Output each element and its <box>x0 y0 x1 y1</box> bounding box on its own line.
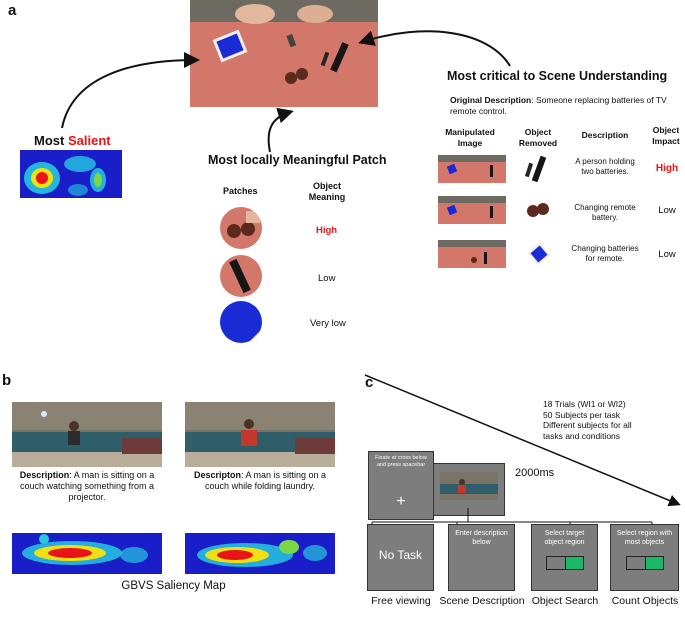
meaning-very-low: Very low <box>310 318 346 329</box>
panel-letter-c: c <box>365 374 374 391</box>
row-3-impact: Low <box>658 249 676 260</box>
manipulated-image-3 <box>438 240 506 268</box>
count-region-highlight <box>645 556 664 570</box>
header-manipulated: Manipulated Image <box>445 127 495 148</box>
task-object-search: Select target object region <box>531 524 598 591</box>
fixation-screen-lower: + <box>368 491 434 520</box>
timeline-arrow <box>364 374 681 507</box>
patch-glasses <box>220 207 262 249</box>
meaning-high: High <box>316 225 338 236</box>
manipulated-image-2 <box>438 196 506 224</box>
task-free-viewing: No Task <box>367 524 434 591</box>
trial-info: 18 Trials (WI1 or WI2) 50 Subjects per t… <box>543 399 632 441</box>
meaningful-patch-title: Most locally Meaningful Patch <box>208 153 387 167</box>
search-region-highlight <box>565 556 584 570</box>
patches-header: Patches <box>223 186 258 196</box>
stimulus-duration: 2000ms <box>515 467 555 479</box>
task-count-objects: Select region with most objects <box>610 524 679 591</box>
row-3-description: Changing batteries for remote. <box>571 244 639 263</box>
removed-object-2 <box>524 200 552 225</box>
removed-object-1 <box>522 155 552 188</box>
saliency-map-1 <box>12 533 162 574</box>
header-description: Description <box>581 130 629 140</box>
row-2-description: Changing remote battery. <box>574 203 636 222</box>
row-1-description: A person holding two batteries. <box>575 157 635 176</box>
row-2-impact: Low <box>658 205 676 216</box>
original-description: Original Description: Someone replacing … <box>450 95 667 116</box>
meaning-low: Low <box>318 273 336 284</box>
stimulus-screen <box>433 463 505 516</box>
main-scene-image <box>190 0 378 107</box>
scene-2-description: Descripton: A man is sitting on a couch … <box>193 470 327 491</box>
header-removed: Object Removed <box>518 127 558 148</box>
saliency-map-2 <box>185 533 335 574</box>
flow-arrows <box>61 30 511 153</box>
scene-1-description: Description: A man is sitting on a couch… <box>19 470 155 502</box>
saliency-caption: GBVS Saliency Map <box>121 580 226 592</box>
manipulated-image-1 <box>438 155 506 183</box>
panel-letter-b: b <box>2 372 12 389</box>
panel-letter-a: a <box>8 2 17 19</box>
fixation-cross: + <box>396 493 406 510</box>
patch-remote <box>220 255 262 297</box>
header-impact: Object Impact <box>652 125 680 146</box>
label-object-search: Object Search <box>531 595 599 607</box>
patch-card <box>220 301 262 343</box>
scene-image-1 <box>12 402 162 467</box>
object-meaning-header: Object Meaning <box>308 181 346 202</box>
task-scene-description: Enter description below <box>448 524 515 591</box>
label-scene-description: Scene Description <box>439 595 525 607</box>
row-1-impact: High <box>655 163 679 174</box>
fixation-screen: Fixate at cross below and press spacebar <box>368 451 434 492</box>
label-count-objects: Count Objects <box>611 595 679 607</box>
critical-title: Most critical to Scene Understanding <box>447 69 668 83</box>
label-free-viewing: Free viewing <box>371 595 431 607</box>
salient-heatmap <box>20 150 122 198</box>
scene-image-2 <box>185 402 335 467</box>
most-salient-title: Most Salient <box>34 133 111 148</box>
removed-object-3 <box>525 240 553 273</box>
